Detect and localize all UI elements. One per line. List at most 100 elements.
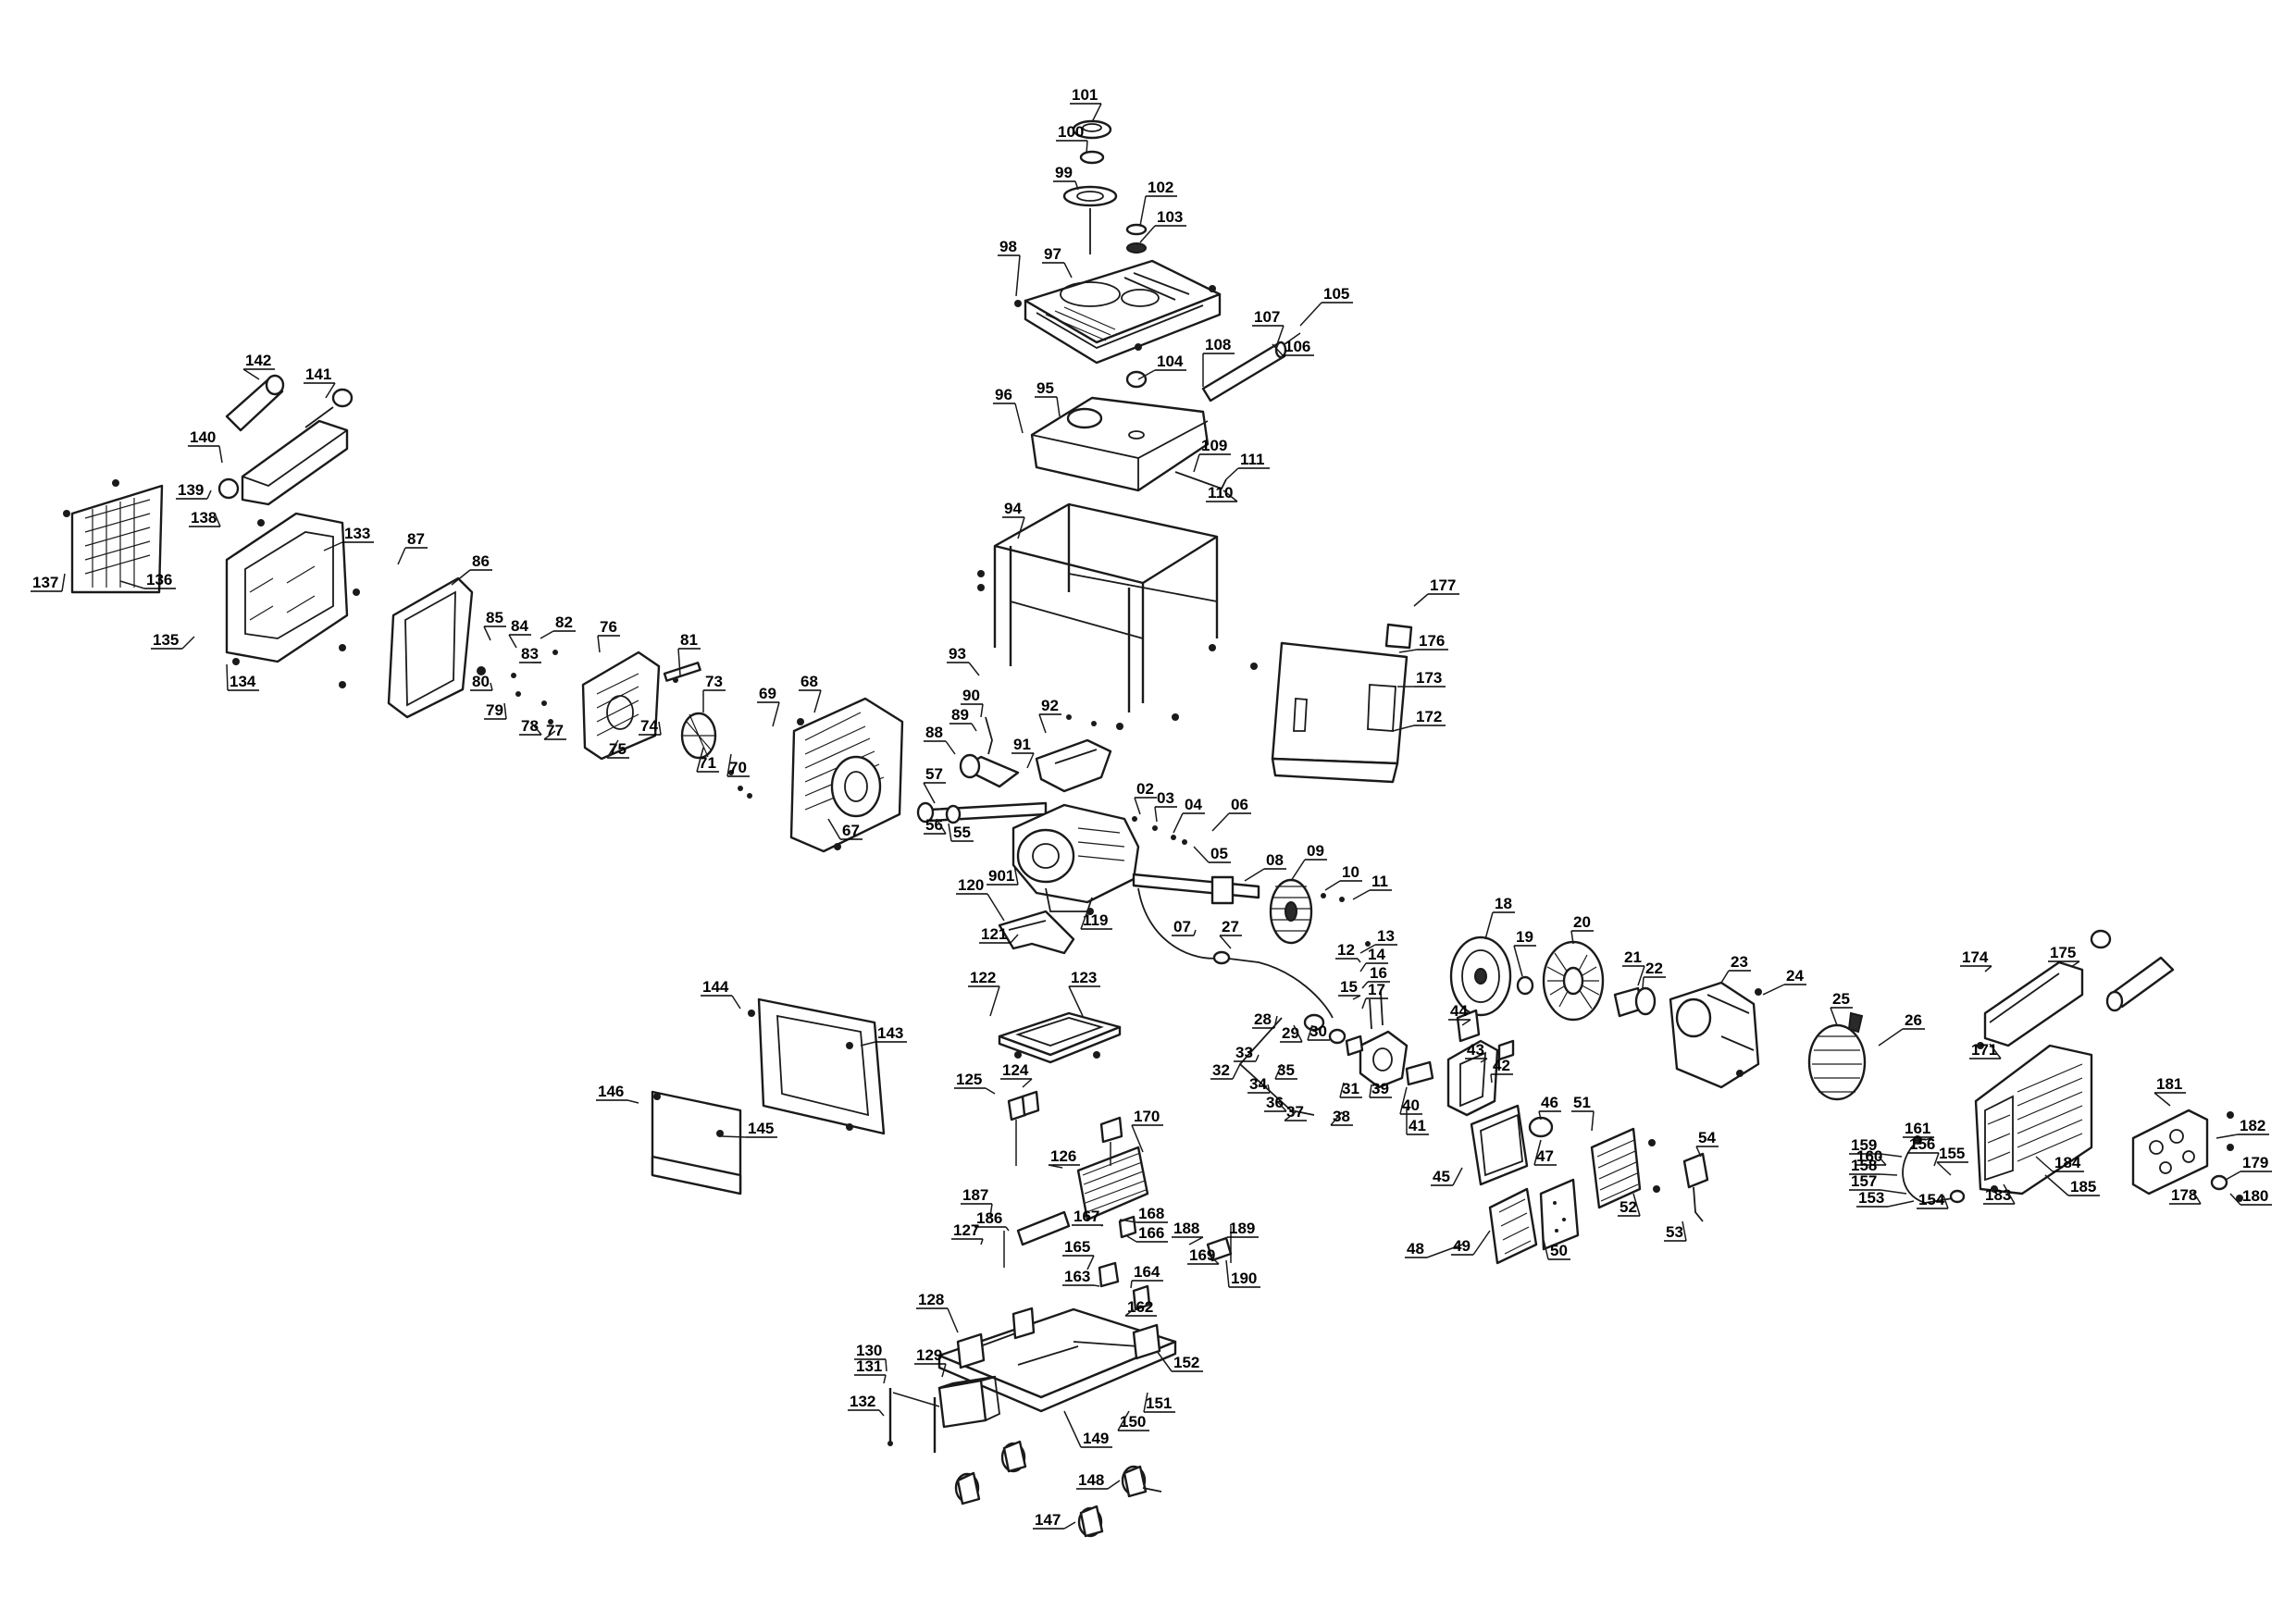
- callout-leader: [941, 1363, 947, 1378]
- middle-rail: [1003, 1210, 1071, 1268]
- callout-40: 40: [1399, 1086, 1422, 1115]
- callout-number: 108: [1205, 336, 1231, 353]
- callout-number: 144: [702, 978, 729, 996]
- callout-leader: [1490, 1073, 1493, 1084]
- callout-leader: [1452, 1167, 1463, 1186]
- callout-leader: [1130, 1280, 1133, 1289]
- callout-leader: [989, 985, 1000, 1017]
- callout-93: 93: [947, 645, 980, 676]
- callout-100: 100: [1056, 123, 1088, 155]
- callout-23: 23: [1720, 953, 1751, 984]
- callout-number: 130: [856, 1342, 882, 1359]
- callout-21: 21: [1622, 948, 1645, 986]
- callout-number: 80: [472, 673, 490, 690]
- callout-number: 137: [32, 574, 58, 591]
- top-cover: [1014, 259, 1222, 365]
- callout-number: 161: [1905, 1120, 1930, 1137]
- callout-71: 71: [696, 747, 719, 773]
- callout-leader: [1048, 1164, 1063, 1169]
- callout-102: 102: [1139, 179, 1177, 227]
- callout-number: 134: [230, 673, 256, 690]
- callout-number: 176: [1419, 632, 1445, 650]
- callout-82: 82: [540, 613, 576, 639]
- callout-leader: [1637, 965, 1645, 986]
- callout-89: 89: [949, 706, 977, 732]
- callout-32: 32: [1210, 1061, 1241, 1080]
- callout-138: 138: [189, 509, 221, 527]
- callout-number: 98: [999, 238, 1017, 255]
- callout-178: 178: [2169, 1186, 2202, 1205]
- callout-leader: [1933, 1152, 1940, 1167]
- callout-number: 36: [1266, 1094, 1284, 1111]
- callout-41: 41: [1406, 1109, 1429, 1135]
- callout-number: 124: [1002, 1061, 1029, 1079]
- callout-188: 188: [1172, 1220, 1204, 1245]
- callout-number: 100: [1058, 123, 1084, 141]
- callout-number: 901: [988, 867, 1014, 885]
- callout-number: 109: [1201, 437, 1227, 454]
- callout-number: 153: [1858, 1189, 1884, 1207]
- callout-80: 80: [470, 673, 493, 691]
- callout-88: 88: [924, 724, 956, 755]
- callout-90: 90: [961, 687, 984, 718]
- callout-number: 157: [1851, 1172, 1877, 1190]
- callout-leader: [948, 823, 952, 842]
- callout-number: 173: [1416, 669, 1442, 687]
- right-handle: [1977, 929, 2175, 1049]
- callout-number: 156: [1909, 1135, 1935, 1153]
- callout-number: 30: [1309, 1022, 1327, 1040]
- flywheel: [1449, 935, 1534, 1017]
- callout-leader: [1361, 981, 1369, 989]
- left-grille: [63, 479, 164, 594]
- callout-06: 06: [1211, 796, 1251, 832]
- callout-number: 149: [1083, 1430, 1109, 1447]
- callout-18: 18: [1484, 895, 1515, 940]
- air-filter-box: [1446, 1009, 1554, 1186]
- callout-144: 144: [701, 978, 741, 1010]
- callout-leader: [1188, 1236, 1204, 1245]
- callout-162: 162: [1124, 1298, 1157, 1317]
- callout-number: 95: [1036, 379, 1054, 397]
- muffler: [477, 650, 701, 761]
- callout-number: 21: [1624, 948, 1642, 966]
- left-handle: [217, 374, 354, 506]
- callout-leader: [1126, 1235, 1137, 1243]
- callout-leader: [218, 445, 223, 464]
- callout-number: 05: [1210, 845, 1228, 862]
- callout-151: 151: [1143, 1392, 1175, 1413]
- callout-number: 15: [1340, 978, 1358, 996]
- callout-leader: [1361, 997, 1367, 1010]
- callout-leader: [1013, 864, 1019, 886]
- callout-leader: [1015, 254, 1021, 297]
- callout-number: 125: [956, 1071, 982, 1088]
- callout-leader: [1119, 1219, 1137, 1223]
- callout-leader: [1878, 1028, 1904, 1047]
- callout-number: 139: [178, 481, 204, 499]
- callout-leader: [606, 739, 619, 759]
- callout-number: 49: [1453, 1237, 1471, 1255]
- top-handle-bar: [1201, 332, 1301, 403]
- callout-142: 142: [242, 352, 275, 380]
- callout-leader: [1461, 1019, 1471, 1026]
- callout-42: 42: [1490, 1057, 1513, 1084]
- callout-leader: [1222, 1236, 1228, 1241]
- callout-leader: [1014, 403, 1024, 434]
- callout-73: 73: [702, 673, 726, 712]
- callout-number: 87: [407, 530, 425, 548]
- callout-leader: [1086, 140, 1088, 155]
- callout-number: 143: [877, 1024, 903, 1042]
- callout-leader: [1056, 396, 1061, 417]
- callout-35: 35: [1274, 1061, 1297, 1080]
- callout-leader: [1154, 806, 1158, 823]
- callout-124: 124: [1000, 1061, 1033, 1088]
- callout-number: 56: [925, 816, 943, 834]
- callout-901: 901: [987, 864, 1019, 886]
- callout-leader: [1063, 1410, 1082, 1448]
- callout-leader: [947, 1307, 959, 1333]
- callout-94: 94: [1002, 500, 1025, 539]
- callout-number: 179: [2242, 1154, 2268, 1171]
- callout-number: 90: [962, 687, 980, 704]
- callout-number: 28: [1254, 1010, 1272, 1028]
- right-side-housing: [1974, 1044, 2093, 1196]
